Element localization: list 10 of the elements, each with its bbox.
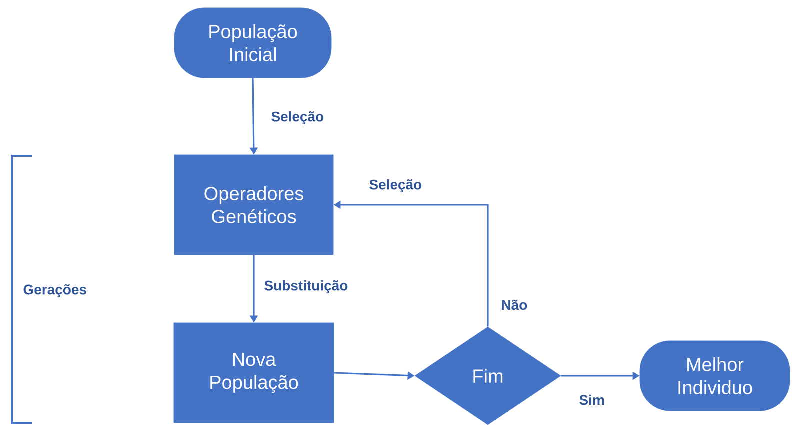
label: Gerações <box>24 284 86 298</box>
terminal-box: Melhor Individuo <box>640 340 790 412</box>
label: Seleção <box>370 179 422 193</box>
terminal-box: População Inicial <box>174 8 332 78</box>
edge-label: Substituição <box>264 280 348 294</box>
edge-label: Seleção <box>272 111 324 125</box>
edge-label: Não <box>502 300 528 310</box>
process-box: Operadores Genéticos <box>174 154 334 256</box>
process-box: Nova População <box>174 322 334 424</box>
edge-label: Sim <box>580 394 604 406</box>
